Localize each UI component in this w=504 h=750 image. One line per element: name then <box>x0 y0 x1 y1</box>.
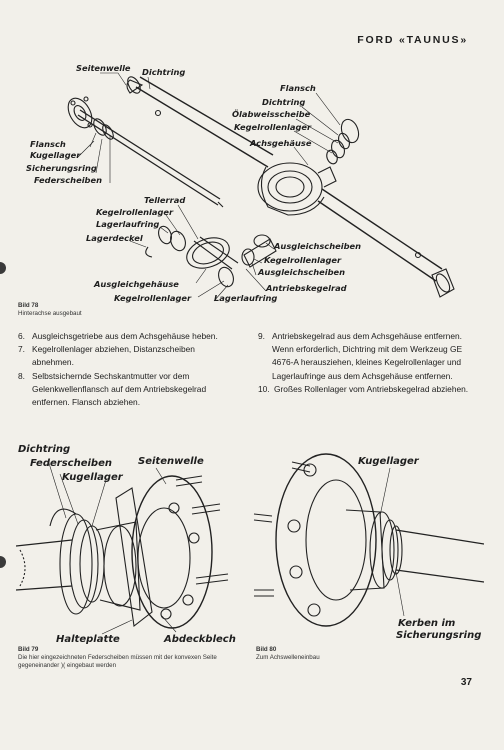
label-abdeckblech: Abdeckblech <box>163 634 236 645</box>
figure-78-text: Hinterachse ausgebaut <box>18 310 82 317</box>
figure-79-text: Die hier eingezeichneten Federscheiben m… <box>18 654 217 669</box>
label-flansch-left: Flansch <box>30 139 66 149</box>
label-sicherungsring: Sicherungsring <box>26 163 97 173</box>
axle-shaft-installation-drawing: Kugellager Kerben im Sicherungsring <box>253 453 484 640</box>
step-number: 7. <box>18 344 25 355</box>
step-item: 10. Großes Rollenlager vom Antriebskegelr… <box>258 383 478 396</box>
figure-79-caption: Bild 79 Die hier eingezeichneten Federsc… <box>18 646 242 670</box>
step-number: 9. <box>258 331 265 341</box>
axle-shaft-bearing-drawing: Dichtring Federscheiben Kugellager Seite… <box>16 444 236 645</box>
label-kegelrollenlager-b: Kegelrollenlager <box>264 255 342 265</box>
page-header: FORD «TAUNUS» <box>357 34 468 46</box>
figure-79: Dichtring Federscheiben Kugellager Seite… <box>16 440 252 648</box>
label-sicherungsring: Sicherungsring <box>396 630 481 640</box>
figure-78-number: Bild 78 <box>18 302 39 309</box>
label-federscheiben: Federscheiben <box>34 175 102 185</box>
binder-hole <box>0 556 6 568</box>
label-federscheiben: Federscheiben <box>30 458 112 469</box>
label-halteplatte: Halteplatte <box>56 634 120 645</box>
label-antriebskegelrad: Antriebskegelrad <box>265 283 348 293</box>
label-dichtring: Dichtring <box>142 67 185 77</box>
step-item: 8. Selbstsichernde Sechskantmutter vor de… <box>18 370 238 410</box>
label-ausgleichscheiben-2: Ausgleichscheiben <box>257 267 345 277</box>
page-number: 37 <box>460 677 472 688</box>
figure-80-caption: Bild 80 Zum Achswelleneinbau <box>256 646 320 662</box>
step-text: Ausgleichsgetriebe aus dem Achsgehäuse h… <box>32 331 218 341</box>
figure-80-number: Bild 80 <box>256 646 277 653</box>
label-dichtring: Dichtring <box>18 444 70 455</box>
step-number: 10. <box>258 383 270 394</box>
step-item: 7. Kegelrollenlager abziehen, Distanzsche… <box>18 343 238 369</box>
figure-80: Kugellager Kerben im Sicherungsring <box>250 440 484 640</box>
label-kegelrollenlager-c: Kegelrollenlager <box>114 293 192 303</box>
label-ausgleichgehaeuse: Ausgleichgehäuse <box>93 279 179 289</box>
steps-right-column: 9. Antriebskegelrad aus dem Achsgehäuse e… <box>258 330 478 396</box>
label-lagerlaufring-a: Lagerlaufring <box>96 219 159 229</box>
label-kugellager: Kugellager <box>30 150 81 160</box>
label-lagerdeckel: Lagerdeckel <box>86 233 143 243</box>
step-item: 6. Ausgleichsgetriebe aus dem Achsgehäuse… <box>18 330 238 343</box>
rear-axle-exploded-drawing: Seitenwelle Dichtring Flansch Kugellager… <box>26 63 455 303</box>
label-kegelrollenlager-a: Kegelrollenlager <box>96 207 174 217</box>
step-text: Selbstsichernde Sechskantmutter vor dem … <box>32 370 207 408</box>
figure-78: Seitenwelle Dichtring Flansch Kugellager… <box>18 55 488 305</box>
step-number: 8. <box>18 370 25 381</box>
binder-hole <box>0 262 6 274</box>
step-text: Antriebskegelrad aus dem Achsgehäuse ent… <box>272 331 463 381</box>
label-dichtring-right: Dichtring <box>262 97 305 107</box>
label-lagerlaufring-b: Lagerlaufring <box>214 293 277 303</box>
label-tellerrad: Tellerrad <box>144 195 186 205</box>
label-kerben-im: Kerben im <box>398 618 455 629</box>
label-flansch-right: Flansch <box>280 83 316 93</box>
label-ausgleichscheiben-1: Ausgleichscheiben <box>273 241 361 251</box>
label-seitenwelle: Seitenwelle <box>138 456 204 467</box>
label-achsgehaeuse: Achsgehäuse <box>249 138 312 148</box>
step-number: 6. <box>18 331 25 341</box>
label-kugellager: Kugellager <box>62 472 124 483</box>
figure-80-text: Zum Achswelleneinbau <box>256 654 320 661</box>
label-oelabweisscheibe: Ölabweisscheibe <box>232 109 311 119</box>
figure-78-caption: Bild 78 Hinterachse ausgebaut <box>18 302 82 318</box>
label-kugellager: Kugellager <box>358 456 420 467</box>
label-seitenwelle: Seitenwelle <box>76 63 131 73</box>
step-text: Kegelrollenlager abziehen, Distanzscheib… <box>32 344 195 368</box>
step-item: 9. Antriebskegelrad aus dem Achsgehäuse e… <box>258 330 478 383</box>
steps-left-column: 6. Ausgleichsgetriebe aus dem Achsgehäuse… <box>18 330 238 409</box>
label-kegelrollenlager-right: Kegelrollenlager <box>234 122 312 132</box>
step-text: Großes Rollenlager vom Antriebskegelrad … <box>274 383 469 394</box>
figure-79-number: Bild 79 <box>18 646 39 653</box>
